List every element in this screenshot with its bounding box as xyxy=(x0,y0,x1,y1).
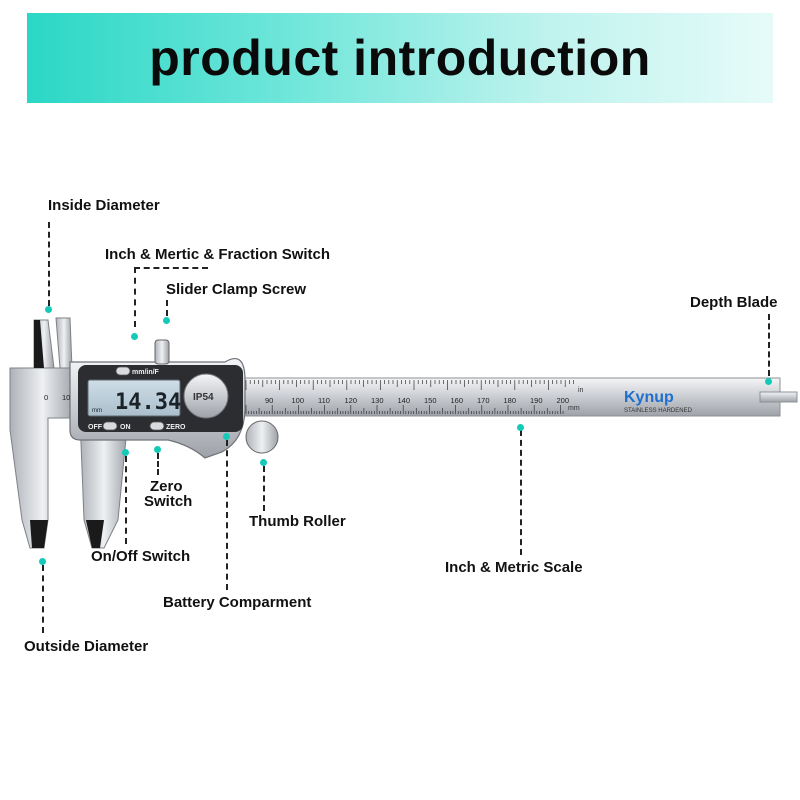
scale-number: 130 xyxy=(371,396,384,405)
scale-number: 180 xyxy=(504,396,517,405)
display-value: 14.34 xyxy=(115,390,181,415)
on-label: ON xyxy=(120,424,131,431)
leader-depth-blade xyxy=(768,314,770,376)
label-depth-blade: Depth Blade xyxy=(690,294,778,311)
brand-subtitle: STAINLESS HARDENED xyxy=(624,408,693,414)
scale-number: 100 xyxy=(292,396,305,405)
scale-number: 190 xyxy=(530,396,543,405)
leader-zero-switch xyxy=(157,453,159,475)
scale-number: 170 xyxy=(477,396,490,405)
marker-zero-switch xyxy=(154,446,161,453)
leader-outside-diameter xyxy=(42,565,44,633)
marker-thumb-roller xyxy=(260,459,267,466)
thumb-roller-shape xyxy=(245,420,279,454)
off-label: OFF xyxy=(88,424,103,431)
title-banner: product introduction xyxy=(27,13,773,103)
leader-clamp-screw xyxy=(166,300,168,316)
scale-number: 10 xyxy=(62,393,70,402)
onoff-button-shape xyxy=(102,421,118,431)
scale-unit-mm: mm xyxy=(568,405,580,412)
marker-inch-metric-scale xyxy=(517,424,524,431)
scale-number: 110 xyxy=(318,396,330,405)
lcd-screen xyxy=(87,379,181,417)
label-inch-metric-scale: Inch & Metric Scale xyxy=(445,559,583,576)
label-battery: Battery Comparment xyxy=(163,594,312,611)
ip-badge-shape xyxy=(183,373,229,419)
leader-inch-metric-scale xyxy=(520,430,522,555)
label-thumb-roller: Thumb Roller xyxy=(249,513,346,530)
marker-clamp-screw xyxy=(163,317,170,324)
scale-number: 200 xyxy=(557,396,570,405)
scale-number: 160 xyxy=(451,396,464,405)
mode-button-shape xyxy=(115,366,131,376)
scale-number: 140 xyxy=(398,396,411,405)
leader-thumb-roller xyxy=(263,466,265,511)
marker-outside-diameter xyxy=(39,558,46,565)
label-fraction-switch: Inch & Mertic & Fraction Switch xyxy=(105,246,331,263)
label-zero-switch-line2: Switch xyxy=(144,493,193,510)
label-zero-switch-line1: Zero xyxy=(150,478,183,495)
zero-label: ZERO xyxy=(166,424,186,431)
leader-fraction-switch xyxy=(134,267,136,327)
marker-inside-diameter xyxy=(45,306,52,313)
zero-button-shape xyxy=(149,421,165,431)
marker-fraction-switch xyxy=(131,333,138,340)
label-clamp-screw: Slider Clamp Screw xyxy=(166,281,307,298)
scale-unit-in: in xyxy=(578,387,584,394)
movable-inside-jaw xyxy=(55,317,73,369)
label-inside-diameter: Inside Diameter xyxy=(48,197,160,214)
depth-blade-shape xyxy=(759,391,798,403)
scale-number: 150 xyxy=(424,396,437,405)
brand-logo: Kynup xyxy=(624,389,674,406)
marker-onoff-switch xyxy=(122,449,129,456)
mode-button-label: mm/in/F xyxy=(132,369,160,376)
ip-badge-text: IP54 xyxy=(193,392,214,403)
scale-number: 90 xyxy=(265,396,273,405)
scale-ticks xyxy=(245,380,574,414)
label-onoff-switch: On/Off Switch xyxy=(91,548,191,565)
label-outside-diameter: Outside Diameter xyxy=(24,638,149,655)
scale-number: 0 xyxy=(44,393,48,402)
scale-number: 120 xyxy=(345,396,358,405)
leader-inside-diameter xyxy=(48,222,50,306)
marker-depth-blade xyxy=(765,378,772,385)
marker-battery xyxy=(223,433,230,440)
clamp-screw-shape xyxy=(154,339,170,365)
display-unit: mm xyxy=(92,408,102,414)
leader-battery xyxy=(226,440,228,590)
scale-numbers: 0 10 90 100 110 120 130 140 150 160 170 180 190 200 xyxy=(44,393,569,405)
leader-onoff-switch xyxy=(125,456,127,544)
page-title: product introduction xyxy=(149,30,651,86)
leader-fraction-switch-h xyxy=(134,267,208,269)
